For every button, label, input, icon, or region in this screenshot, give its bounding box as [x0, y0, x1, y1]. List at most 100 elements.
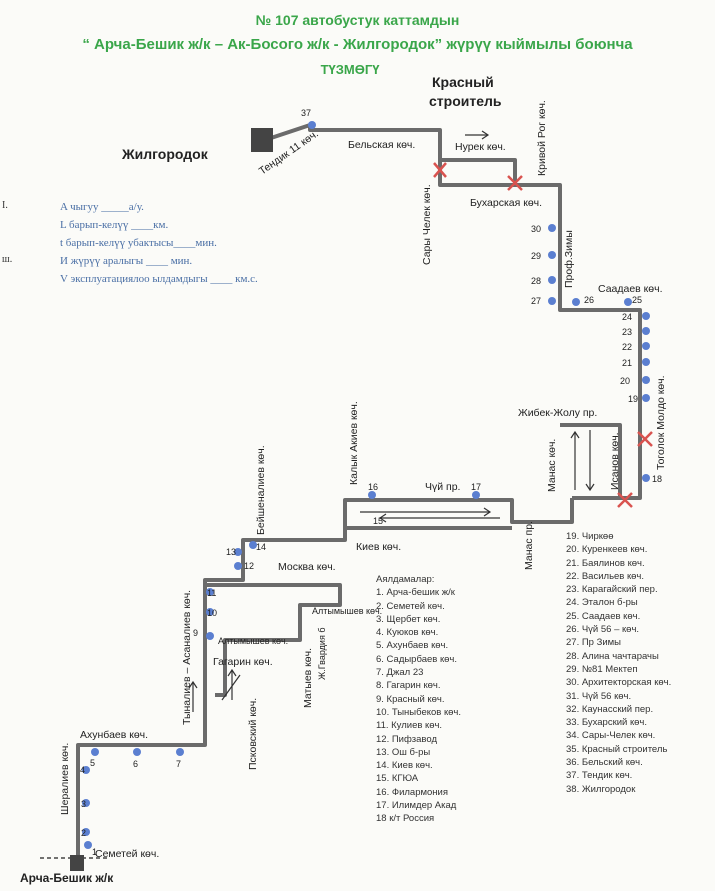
stop-25 — [624, 298, 632, 306]
legend-item: 8. Гагарин көч. — [376, 680, 441, 692]
street-sary-chelek: Сары Челек көч. — [421, 184, 433, 265]
district-krasny-1: Красный — [432, 74, 494, 90]
street-chuy: Чүй пр. — [425, 481, 460, 493]
legend-item: 33. Бухарский көч. — [566, 717, 648, 729]
legend-item: 2. Семетей көч. — [376, 600, 445, 612]
stop-num: 15 — [373, 516, 383, 526]
legend-item: 26. Чүй 56 – көч. — [566, 624, 640, 636]
stop-20 — [642, 376, 650, 384]
stop-10 — [206, 608, 214, 616]
legend-item: 35. Красный строитель — [566, 743, 668, 755]
legend-item: 28. Алина чачтарачы — [566, 650, 659, 662]
street-altymyshev-2: Алтымышев көч. — [312, 606, 382, 616]
stop-num: 30 — [531, 224, 541, 234]
legend-item: 4. Куюков көч. — [376, 627, 439, 639]
direction-arrows — [188, 130, 595, 712]
stop-num: 25 — [632, 295, 642, 305]
stop-16 — [368, 491, 376, 499]
title-line-3: ТҮЗМӨГҮ — [320, 62, 380, 77]
stop-18 — [642, 474, 650, 482]
street-isanov: Исанов көч. — [609, 432, 621, 490]
formula-line: L барып-келүү ____км. — [60, 219, 169, 231]
legend-item: 15. КГЮА — [376, 773, 419, 785]
legend-item: 18 к/т Россия — [376, 813, 435, 825]
stop-4 — [82, 766, 90, 774]
stop-num: 16 — [368, 482, 378, 492]
legend-item: 22. Васильев көч. — [566, 570, 645, 582]
formula-line: t барып-келүү убактысы____мин. — [60, 237, 217, 249]
legend-item: 31. Чүй 56 көч. — [566, 690, 632, 702]
legend-item: 25. Саадаев көч. — [566, 610, 641, 622]
legend-item: 27. Пр Зимы — [566, 637, 622, 649]
stop-7 — [176, 748, 184, 756]
district-archa: Арча-Бешик ж/к — [20, 871, 114, 885]
stop-num: 7 — [176, 759, 181, 769]
stop-dots — [82, 121, 650, 849]
legend-item: 9. Красный көч. — [376, 693, 445, 705]
street-semetey: Семетей көч. — [95, 848, 159, 860]
stop-26 — [572, 298, 580, 306]
stop-29 — [548, 251, 556, 259]
stops-legend-2: 19. Чиркөө 20. Куренкеев көч. 21. Баялин… — [566, 530, 671, 796]
legend-item: 29. №81 Мектеп — [566, 663, 638, 675]
blocked-markers — [433, 162, 653, 508]
stop-num: 20 — [620, 376, 630, 386]
stop-27 — [548, 297, 556, 305]
legend-item: 7. Джал 23 — [376, 667, 424, 679]
legend-item: 17. Илимдер Акад — [376, 800, 457, 812]
stop-num: 10 — [207, 608, 217, 618]
stop-num: 2 — [81, 828, 86, 838]
stop-1 — [84, 841, 92, 849]
legend-item: 37. Тендик көч. — [566, 770, 633, 782]
stop-num: 29 — [531, 251, 541, 261]
street-kalyk: Калык Акиев көч. — [348, 401, 360, 485]
formula-block: A чыгуу _____а/у. L барып-келүү ____км. … — [60, 198, 258, 288]
legend-item: 20. Куренкеев көч. — [566, 544, 648, 556]
legend-item: 6. Садырбаев көч. — [376, 653, 457, 665]
stop-num: 4 — [80, 765, 85, 775]
stop-num: 6 — [133, 759, 138, 769]
legend-item: 14. Киев көч. — [376, 760, 433, 772]
street-tynaliev: Тыналиев – Асаналиев көч. — [181, 590, 193, 725]
stop-num: 13 — [226, 547, 236, 557]
formula-line: V эксплуатациялоо ылдамдыгы ____ км.с. — [60, 273, 258, 285]
stop-21 — [642, 358, 650, 366]
stop-num: 19 — [628, 394, 638, 404]
stop-num: 26 — [584, 295, 594, 305]
terminal-archa — [70, 855, 84, 871]
legend-item: 10. Тыныбеков көч. — [376, 706, 462, 718]
terminal-zhilgorodok — [251, 128, 273, 152]
legend-title: Аялдамалар: — [376, 574, 435, 585]
legend-item: 5. Ахунбаев көч. — [376, 640, 449, 652]
stop-num: 9 — [193, 628, 198, 638]
street-matyev: Матыев көч. — [302, 648, 314, 708]
stop-17 — [472, 491, 480, 499]
stop-num: 37 — [301, 108, 311, 118]
stop-num: 27 — [531, 296, 541, 306]
stop-19 — [642, 394, 650, 402]
stop-28 — [548, 276, 556, 284]
stop-5 — [91, 748, 99, 756]
legend-item: 11. Кулиев көч. — [376, 720, 443, 732]
stop-23 — [642, 327, 650, 335]
stop-num: 14 — [256, 542, 266, 552]
stop-num: 17 — [471, 482, 481, 492]
street-krivoy-rog: Кривой Рог көч. — [536, 100, 548, 176]
stop-num: 3 — [81, 799, 86, 809]
legend-item: 12. Пифзавод — [376, 733, 437, 745]
district-krasny-2: строитель — [429, 93, 502, 109]
legend-item: 23. Карагайский пер. — [566, 584, 658, 596]
street-zhibek: Жибек-Жолу пр. — [518, 407, 597, 419]
stop-num: 28 — [531, 276, 541, 286]
legend-item: 24. Эталон б-ры — [566, 597, 638, 609]
stop-13 — [234, 548, 242, 556]
street-sheraliev: Шералиев көч. — [59, 743, 71, 815]
street-moskva: Москва көч. — [278, 561, 336, 573]
street-belskaya: Бельская көч. — [348, 139, 415, 151]
street-togolok: Тоголок Молдо көч. — [655, 375, 667, 470]
street-buharskaya: Бухарская көч. — [470, 197, 542, 209]
legend-item: 32. Каунасский пер. — [566, 703, 654, 715]
district-zhilgorodok: Жилгородок — [121, 146, 209, 162]
stop-9 — [206, 632, 214, 640]
